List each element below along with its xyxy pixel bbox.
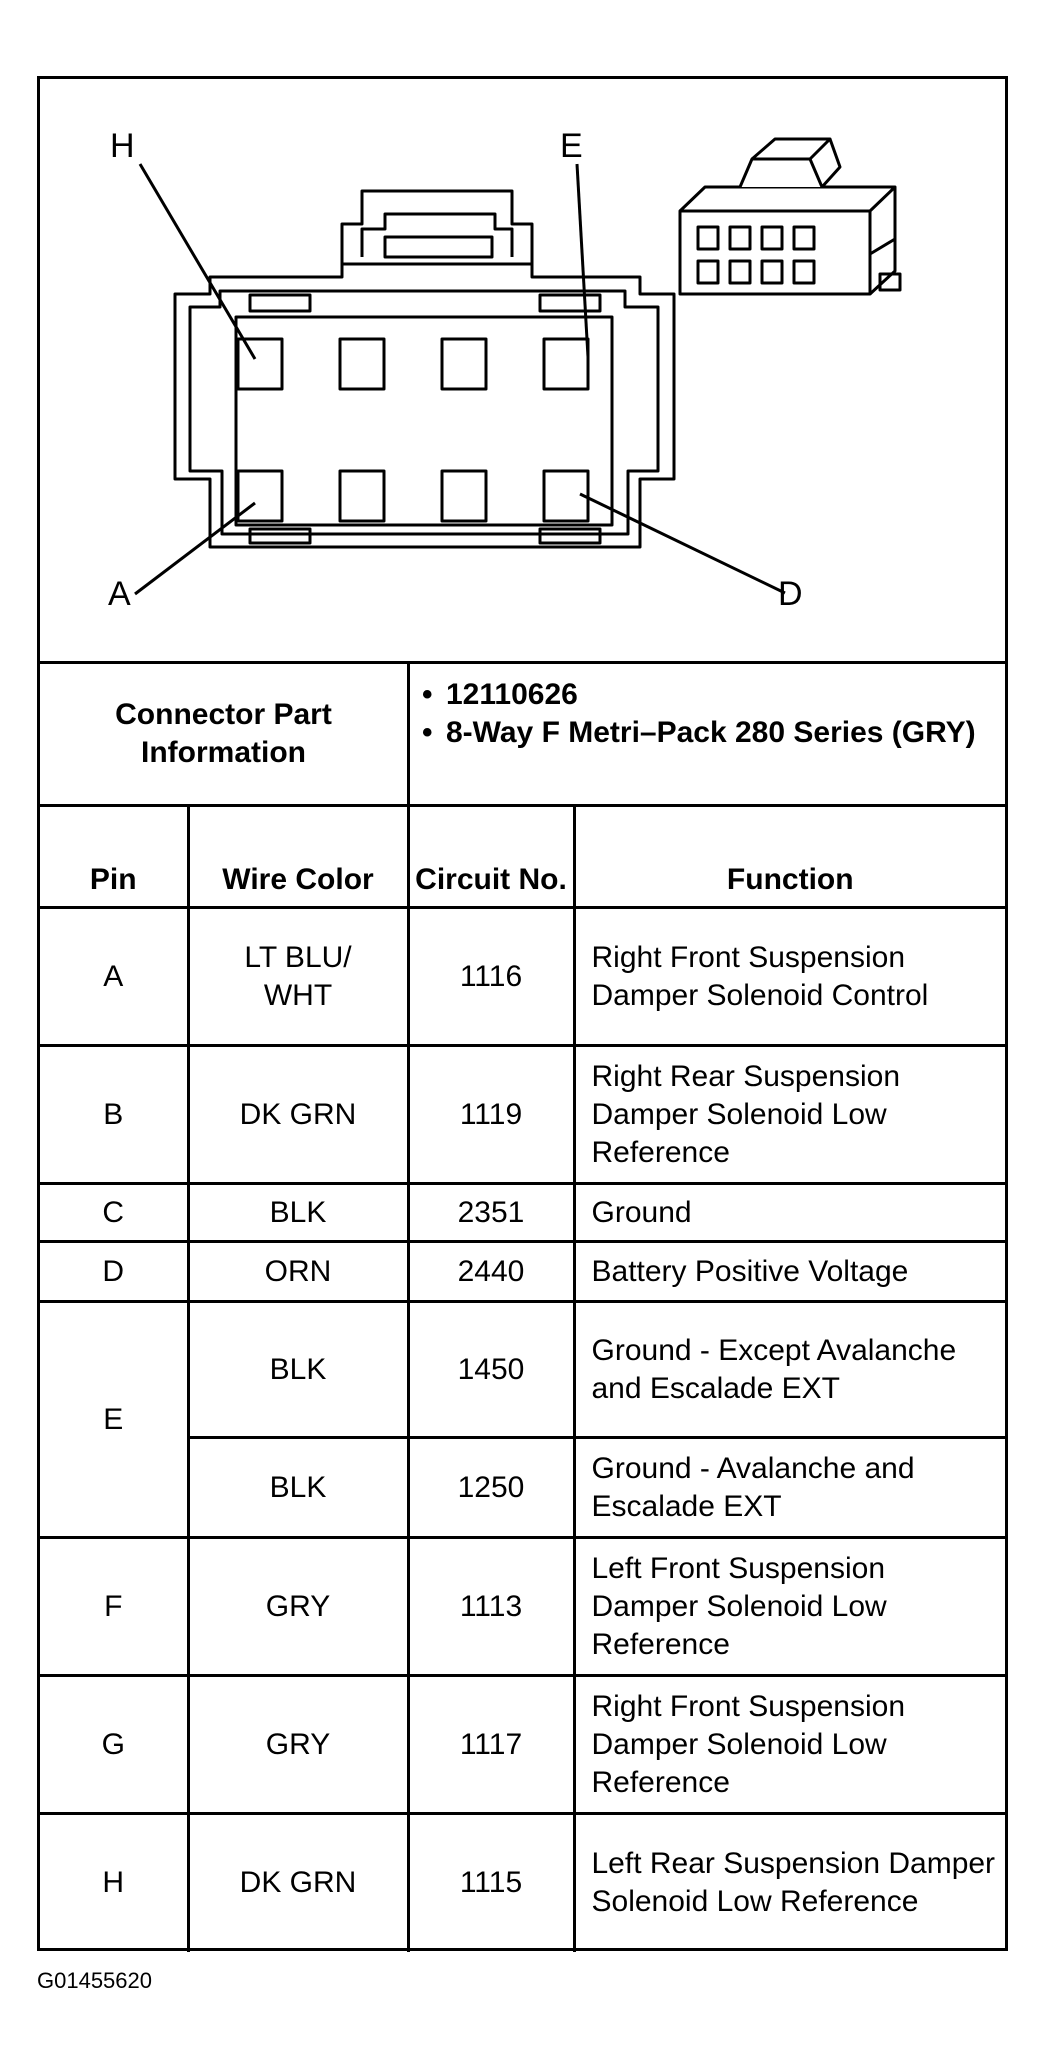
- header-wire-color: Wire Color: [186, 807, 410, 909]
- cavity-h: [236, 337, 284, 391]
- table-row: B DK GRN 1119 Right Rear Suspension Damp…: [40, 1044, 1005, 1185]
- cavity-frame: [234, 315, 614, 527]
- connector-part-info-row: Connector Part Information • 12110626 • 8-…: [40, 661, 1005, 807]
- wire-color-cell: LT BLU/ WHT: [186, 906, 410, 1047]
- wire-color-cell: ORN: [186, 1240, 410, 1303]
- circuit-cell: 1117: [406, 1674, 576, 1815]
- bottom-ledge-right: [538, 527, 602, 545]
- function-cell: Ground: [572, 1182, 1005, 1243]
- bullet-icon: •: [422, 716, 433, 749]
- pin-cell: D: [40, 1240, 190, 1303]
- pin-cell: B: [40, 1044, 190, 1185]
- circuit-cell: 1113: [406, 1536, 576, 1677]
- cavity-b: [338, 469, 386, 523]
- bullet-icon: •: [422, 678, 433, 711]
- wire-color-cell: GRY: [186, 1536, 410, 1677]
- connector-type-text: 8-Way F Metri–Pack 280 Series (GRY): [446, 716, 976, 749]
- table-row: D ORN 2440 Battery Positive Voltage: [40, 1240, 1005, 1303]
- cavity-c: [440, 469, 488, 523]
- pin-cell: G: [40, 1674, 190, 1815]
- table-row: H DK GRN 1115 Left Rear Suspension Dampe…: [40, 1812, 1005, 1952]
- pin-cell: C: [40, 1182, 190, 1243]
- header-pin: Pin: [40, 807, 190, 909]
- cavity-d: [542, 469, 590, 523]
- connector-3d-thumbnail: [678, 137, 902, 296]
- latch-outline: [340, 189, 534, 264]
- leader-d: [579, 492, 786, 595]
- latch-window: [383, 235, 494, 259]
- function-cell: Right Rear Suspension Damper Solenoid Lo…: [572, 1044, 1005, 1185]
- leader-e: [575, 163, 590, 358]
- function-cell: Ground - Except Avalanche and Escalade E…: [572, 1300, 1005, 1439]
- latch-inner: [360, 212, 514, 257]
- table-row: BLK 1250 Ground - Avalanche and Escalade…: [40, 1436, 1005, 1539]
- table-row: E BLK 1450 Ground - Except Avalanche and…: [40, 1300, 1005, 1539]
- connector-figure-frame: H E A D Connector Part Information • 1211…: [37, 76, 1008, 1952]
- housing-inner: [188, 289, 660, 536]
- cavity-e: [542, 337, 590, 391]
- leader-h: [138, 163, 257, 360]
- pin-cell: H: [40, 1812, 190, 1952]
- circuit-cell: 2351: [406, 1182, 576, 1243]
- circuit-cell: 1450: [406, 1300, 576, 1439]
- connector-part-info-label: Connector Part Information: [40, 664, 410, 804]
- pin-label-e: E: [560, 127, 583, 165]
- cavity-g: [338, 337, 386, 391]
- part-number-item: • 12110626: [410, 676, 1000, 714]
- table-row: C BLK 2351 Ground: [40, 1182, 1005, 1243]
- function-cell: Right Front Suspension Damper Solenoid L…: [572, 1674, 1005, 1815]
- leader-a: [134, 501, 256, 596]
- top-ledge-right: [538, 293, 602, 313]
- wire-color-cell: BLK: [188, 1436, 410, 1539]
- table-row: G GRY 1117 Right Front Suspension Damper…: [40, 1674, 1005, 1815]
- circuit-cell: 1115: [406, 1812, 576, 1952]
- pin-cell: A: [40, 906, 190, 1047]
- pin-label-d: D: [778, 575, 803, 613]
- function-cell: Left Front Suspension Damper Solenoid Lo…: [572, 1536, 1005, 1677]
- wire-color-cell: DK GRN: [186, 1812, 410, 1952]
- circuit-cell: 1116: [406, 906, 576, 1047]
- connector-part-info-values: • 12110626 • 8-Way F Metri–Pack 280 Series…: [410, 676, 1000, 752]
- header-function: Function: [572, 807, 1005, 909]
- header-circuit-no: Circuit No.: [406, 807, 576, 909]
- function-cell: Ground - Avalanche and Escalade EXT: [572, 1436, 1005, 1539]
- function-cell: Battery Positive Voltage: [572, 1240, 1005, 1303]
- table-row: F GRY 1113 Left Front Suspension Damper …: [40, 1536, 1005, 1677]
- circuit-cell: 2440: [406, 1240, 576, 1303]
- figure-id: G01455620: [37, 1968, 152, 1993]
- wire-color-cell: BLK: [186, 1300, 410, 1439]
- pin-label-h: H: [110, 127, 135, 165]
- pin-assignment-table: Pin Wire Color Circuit No. Function A LT…: [40, 807, 1005, 1952]
- pin-cell: E: [40, 1300, 190, 1539]
- wire-color-cell: BLK: [186, 1182, 410, 1243]
- pin-label-a: A: [108, 575, 131, 613]
- connector-type-item: • 8-Way F Metri–Pack 280 Series (GRY): [410, 714, 1000, 752]
- cavity-a: [236, 469, 284, 523]
- cavity-f: [440, 337, 488, 391]
- table-row: A LT BLU/ WHT 1116 Right Front Suspensio…: [40, 906, 1005, 1047]
- top-ledge-left: [248, 293, 312, 313]
- circuit-cell: 1250: [406, 1436, 576, 1539]
- circuit-cell: 1119: [406, 1044, 576, 1185]
- wire-color-cell: DK GRN: [186, 1044, 410, 1185]
- connector-diagram-panel: H E A D: [40, 79, 1005, 661]
- table-header-row: Pin Wire Color Circuit No. Function: [40, 807, 1005, 909]
- bottom-ledge-left: [248, 527, 312, 545]
- function-cell: Right Front Suspension Damper Solenoid C…: [572, 906, 1005, 1047]
- wire-color-cell: GRY: [186, 1674, 410, 1815]
- pin-cell: F: [40, 1536, 190, 1677]
- connector-face-drawing: H E A D: [108, 127, 902, 613]
- part-number-text: 12110626: [446, 678, 578, 711]
- function-cell: Left Rear Suspension Damper Solenoid Low…: [572, 1812, 1005, 1952]
